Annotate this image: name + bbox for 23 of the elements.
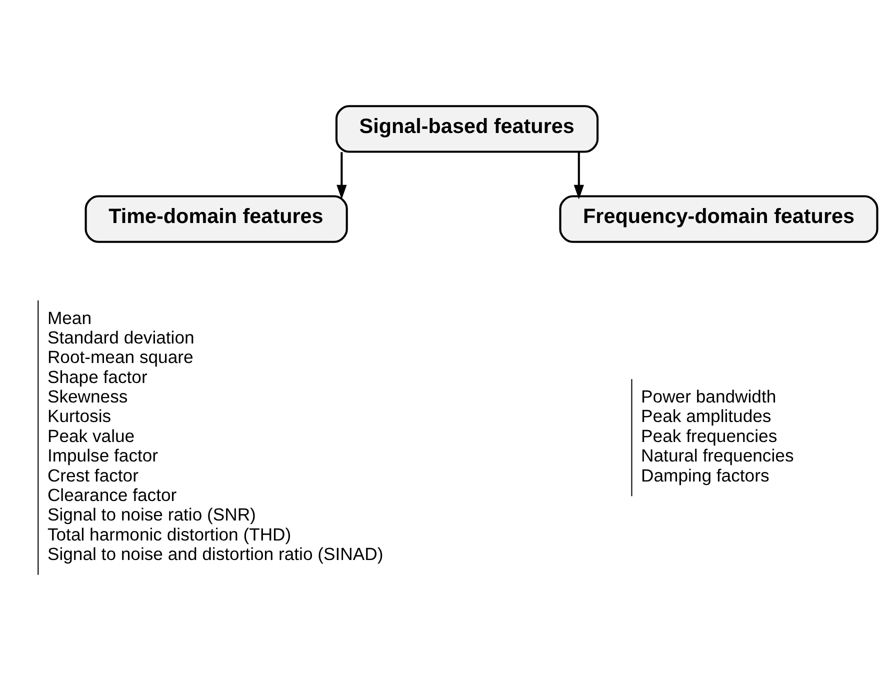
node-label: Signal to noise ratio (SNR) [47,504,256,524]
node-label: Skewness [47,386,128,406]
node-box: Frequency-domain features [559,194,878,242]
node-box: Time-domain features [84,194,348,242]
node-box: Signal-based features [335,104,599,152]
node-label: Crest factor [47,464,138,485]
node-label: Peak value [47,425,135,446]
node-label: Clearance factor [47,484,177,504]
node-label: Mean [47,307,92,328]
node-label: Total harmonic distortion (THD) [47,524,292,544]
node-label: Standard deviation [47,326,194,347]
arrow [574,152,584,199]
node-label: Signal to noise and distortion ratio (SINAD) [47,543,384,564]
node-label: Natural frequencies [641,445,794,466]
node-label: Damping factors [641,464,770,485]
arrow [336,152,347,199]
node-label: Root-mean square [47,346,194,367]
node-label: Kurtosis [47,406,112,426]
node-label: Power bandwidth [641,386,776,406]
node-label: Impulse factor [47,445,158,466]
node-label: Peak amplitudes [641,406,772,426]
node-label: Peak frequencies [641,425,778,446]
node-label: Shape factor [47,366,148,386]
